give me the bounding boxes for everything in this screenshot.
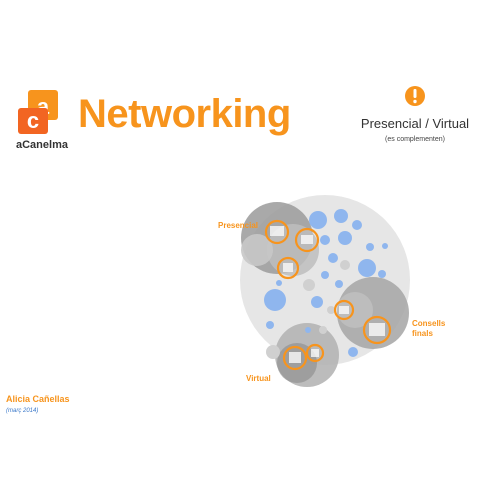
note-title: Presencial / Virtual bbox=[360, 116, 470, 131]
consells-finals-label[interactable]: Consells finals bbox=[412, 319, 446, 338]
virtual-label[interactable]: Virtual bbox=[246, 374, 271, 383]
exclamation-icon[interactable] bbox=[404, 85, 426, 107]
svg-text:c: c bbox=[27, 108, 39, 133]
acanelma-logo-icon: a c bbox=[18, 90, 58, 134]
page-title: Networking bbox=[78, 92, 291, 136]
presentation-date: (març 2014) bbox=[6, 408, 39, 414]
logo-caption: aCanelma bbox=[16, 139, 68, 151]
author-name: Alicia Cañellas bbox=[6, 394, 70, 404]
presencial-label[interactable]: Presencial bbox=[218, 221, 259, 230]
note-subtitle: (es complementen) bbox=[385, 136, 445, 143]
networking-overview-diagram[interactable] bbox=[235, 180, 415, 400]
